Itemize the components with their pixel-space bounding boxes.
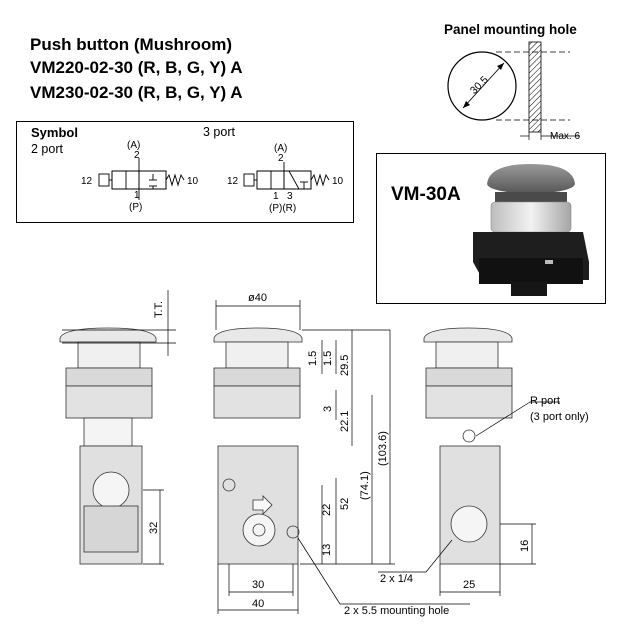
photo-model-label: VM-30A <box>391 184 461 205</box>
symbol-3port: (A) 2 1 3 (P)(R) 12 10 <box>227 143 344 214</box>
photo-box: VM-30A <box>376 153 606 304</box>
product-photo <box>473 164 589 296</box>
dim-30: 30 <box>252 579 264 591</box>
hole-diameter-label: 30.5 <box>468 74 491 97</box>
svg-text:10: 10 <box>187 176 199 187</box>
svg-text:12: 12 <box>81 176 93 187</box>
r-port-label: R port <box>530 395 560 407</box>
dim-295: 29.5 <box>339 355 351 376</box>
dim-15a: 1.5 <box>307 351 319 366</box>
r-port-hole <box>462 429 476 443</box>
dim-13: 13 <box>321 544 333 556</box>
dim-221: 22.1 <box>339 411 351 432</box>
svg-text:3: 3 <box>287 191 293 202</box>
two-port-label: 2 port <box>31 142 63 156</box>
symbol-heading: Symbol <box>31 125 78 140</box>
dim-d40: ø40 <box>248 292 267 304</box>
dim-15b: 1.5 <box>322 351 334 366</box>
r-port-note: (3 port only) <box>530 411 589 423</box>
panel-max-label: Max. 6 <box>550 131 580 142</box>
svg-text:(A): (A) <box>274 143 287 154</box>
three-port-label: 3 port <box>203 125 235 139</box>
dim-3: 3 <box>322 406 334 412</box>
svg-text:2: 2 <box>278 153 284 164</box>
dim-741: (74.1) <box>359 471 371 500</box>
dimension-drawing: T.T. ø40 1.5 1.5 29.5 3 22.1 (103.6) (74… <box>59 290 589 617</box>
dim-16: 16 <box>519 540 531 552</box>
model-line-1: VM220-02-30 (R, B, G, Y) A <box>30 58 243 77</box>
mount-hole-bottom <box>286 525 300 539</box>
panel-section <box>528 41 542 133</box>
svg-text:2: 2 <box>134 150 140 161</box>
svg-text:10: 10 <box>332 176 344 187</box>
svg-text:(P): (P) <box>129 202 142 213</box>
dim-40: 40 <box>252 598 264 610</box>
center-port <box>242 513 276 547</box>
bezel-ring <box>490 201 572 233</box>
port-size-label: 2 x 1/4 <box>380 573 413 585</box>
mount-hole-top <box>222 478 236 492</box>
dim-1036: (103.6) <box>377 431 389 466</box>
left-view <box>59 327 157 565</box>
symbol-box: Symbol 2 port 3 port (A) 2 1 (P) 12 10 (… <box>16 121 354 223</box>
product-title: Push button (Mushroom) <box>30 35 233 54</box>
mushroom-cap <box>487 164 575 194</box>
svg-text:1: 1 <box>273 191 279 202</box>
mount-hole-label: 2 x 5.5 mounting hole <box>344 605 449 617</box>
hole-circle <box>447 51 517 121</box>
dim-25: 25 <box>463 579 475 591</box>
right-view <box>423 327 513 565</box>
center-view <box>213 327 303 565</box>
dim-32: 32 <box>148 522 160 534</box>
svg-text:(A): (A) <box>127 140 140 151</box>
svg-text:1: 1 <box>134 190 140 201</box>
symbol-2port: (A) 2 1 (P) 12 10 <box>81 140 199 213</box>
dim-52: 52 <box>339 498 351 510</box>
panel-hole-label: Panel mounting hole <box>444 22 577 37</box>
svg-text:(P)(R): (P)(R) <box>269 203 296 214</box>
panel-hole-diagram: 30.5 Max. 6 <box>447 41 580 142</box>
dim-tt: T.T. <box>153 301 165 318</box>
model-line-2: VM230-02-30 (R, B, G, Y) A <box>30 83 243 102</box>
svg-text:12: 12 <box>227 176 239 187</box>
dim-22: 22 <box>321 504 333 516</box>
